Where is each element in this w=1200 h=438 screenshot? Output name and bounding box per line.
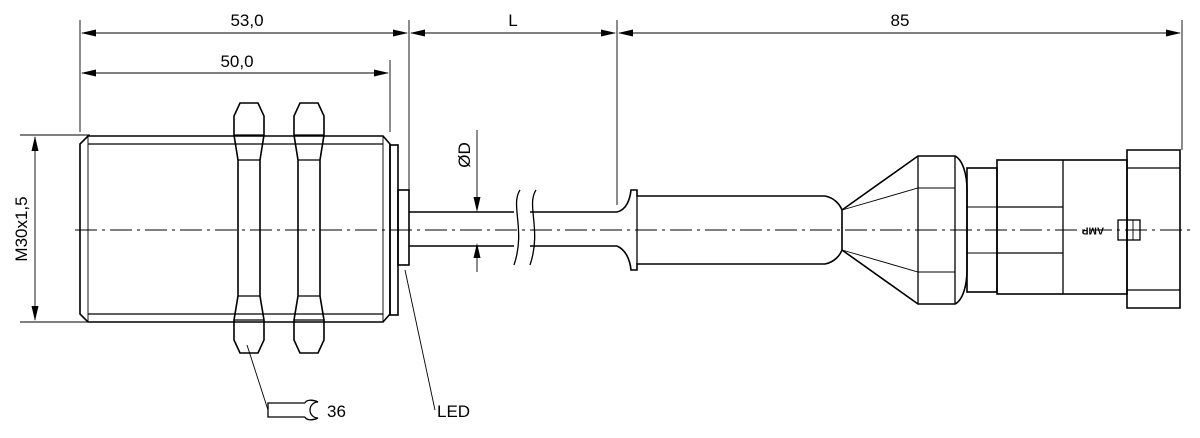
dim-cable-length: L: [508, 11, 517, 30]
cable-break-right: [529, 189, 537, 266]
connector-housing: [966, 149, 1181, 309]
dimension-thread-size: M30x1,5: [12, 136, 39, 321]
threaded-sensor-body: [79, 135, 391, 323]
dimension-85: 85: [618, 11, 1181, 37]
dim-connector-length: 85: [891, 11, 910, 30]
led-label: LED: [437, 402, 470, 421]
hex-nut-left: [233, 102, 265, 354]
dim-thread-size: M30x1,5: [12, 196, 31, 261]
hex-nut-right: [293, 102, 325, 354]
cable: [409, 189, 617, 266]
cable-break-left: [513, 189, 521, 266]
dimension-50: 50,0: [81, 52, 389, 77]
wrench-icon-handle: [267, 402, 305, 418]
led-callout: LED: [404, 269, 470, 421]
connector-strain-relief: [616, 189, 843, 271]
amp-brand-logo: AMP: [1082, 224, 1105, 235]
dimension-53: 53,0: [81, 11, 408, 37]
wrench-icon: [309, 401, 319, 419]
led-ring: [389, 144, 410, 316]
dimension-L: L: [410, 11, 616, 37]
wrench-size-label: 36: [327, 402, 346, 421]
wrench-callout: 36: [246, 344, 346, 421]
extension-lines: [20, 20, 1183, 323]
dim-cable-diameter: ØD: [455, 142, 474, 168]
dim-thread-length: 50,0: [220, 52, 253, 71]
dim-overall-length: 53,0: [230, 11, 263, 30]
dimension-cable-diameter: ØD: [455, 130, 481, 272]
